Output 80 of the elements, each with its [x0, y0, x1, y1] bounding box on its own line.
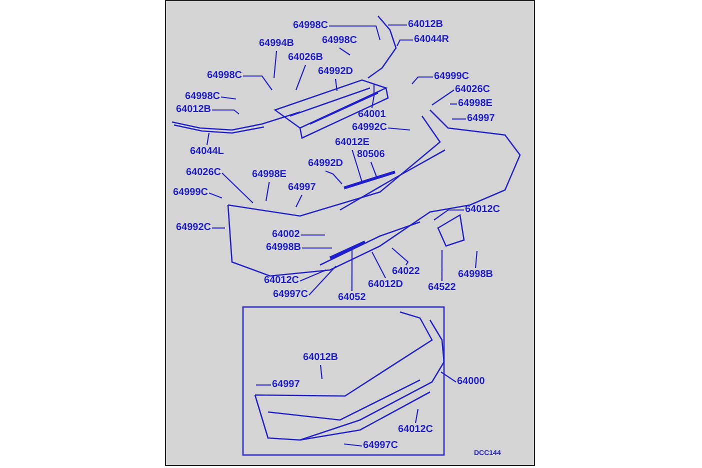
part-number: 64012B: [303, 352, 338, 364]
leader-line: [308, 266, 336, 296]
leader-line: [352, 150, 363, 182]
part-number: 64999C: [173, 187, 208, 199]
leader-line: [344, 443, 362, 447]
leader-line: [296, 194, 302, 208]
part-number: 64000: [457, 376, 485, 388]
part-number: 64022: [392, 266, 420, 278]
leader-line: [371, 84, 375, 108]
leader-line: [434, 209, 464, 220]
part-number: 64997C: [273, 289, 308, 301]
leader-line: [334, 78, 338, 92]
leader-line: [320, 364, 323, 380]
leader-line: [351, 248, 353, 291]
leader-line: [212, 109, 240, 114]
leader-line: [339, 48, 350, 56]
part-number: 64998C: [322, 35, 358, 47]
leader-line: [396, 39, 413, 46]
leader-line: [388, 127, 410, 131]
leader-line: [441, 250, 443, 281]
leader-line: [432, 90, 454, 106]
leader-line: [265, 182, 270, 202]
part-number: 64012B: [176, 104, 212, 116]
leader-line: [302, 247, 332, 249]
part-number: 64998E: [252, 169, 286, 181]
leader-line: [370, 162, 378, 178]
part-number: 64026C: [455, 84, 490, 96]
part-number: 64992C: [176, 222, 212, 234]
leader-line: [273, 50, 278, 78]
part-number: 64012E: [335, 137, 370, 149]
part-number: 64998C: [207, 70, 242, 82]
part-number: 64997C: [363, 440, 398, 452]
leader-line: [329, 25, 381, 40]
leader-line: [295, 64, 306, 90]
part-number: 64026C: [186, 167, 222, 179]
part-number: 64026B: [288, 52, 324, 64]
part-number: 64997: [467, 113, 495, 125]
part-number: 64998C: [185, 91, 220, 103]
part-number: 64992D: [318, 66, 354, 78]
part-number: 64012C: [264, 275, 300, 287]
part-number: 64998B: [266, 242, 302, 254]
leader-line: [206, 132, 210, 146]
part-number: 64998B: [458, 269, 494, 281]
leader-line: [222, 172, 254, 204]
leader-line: [474, 250, 478, 268]
part-number: 64052: [338, 292, 366, 304]
leader-line: [440, 372, 456, 382]
part-number: 64997: [272, 379, 300, 391]
leader-line: [256, 384, 271, 386]
part-number: 64994B: [259, 38, 294, 50]
part-number: 64012C: [465, 204, 500, 216]
part-number: 64997: [288, 182, 316, 194]
leader-line: [372, 252, 386, 278]
part-number: 80506: [357, 149, 385, 161]
part-number: 64012D: [368, 279, 404, 291]
leader-line: [208, 192, 222, 199]
leader-line: [392, 248, 409, 266]
leader-line: [325, 170, 342, 184]
leader-line: [414, 408, 419, 424]
leader-line: [388, 24, 407, 26]
leader-line: [452, 118, 466, 120]
leader-line: [300, 234, 325, 236]
leader-line: [412, 76, 433, 84]
part-number: 64998E: [458, 98, 492, 110]
part-number: 64012C: [398, 424, 434, 436]
part-number: 64012B: [408, 19, 444, 31]
part-number: 64044R: [414, 34, 450, 46]
part-number: 64992C: [352, 122, 388, 134]
leader-line: [450, 103, 457, 105]
part-number: 64992D: [308, 158, 344, 170]
leader-line: [220, 96, 236, 100]
part-number: 64044L: [190, 146, 224, 158]
part-number: 64998C: [293, 20, 328, 32]
leader-line: [243, 75, 272, 90]
part-number: 64522: [428, 282, 456, 294]
part-number: 64999C: [434, 71, 470, 83]
leader-line: [212, 227, 225, 229]
part-number: 64002: [272, 229, 300, 241]
leader-line: [300, 270, 326, 282]
part-number: 64001: [358, 109, 386, 121]
